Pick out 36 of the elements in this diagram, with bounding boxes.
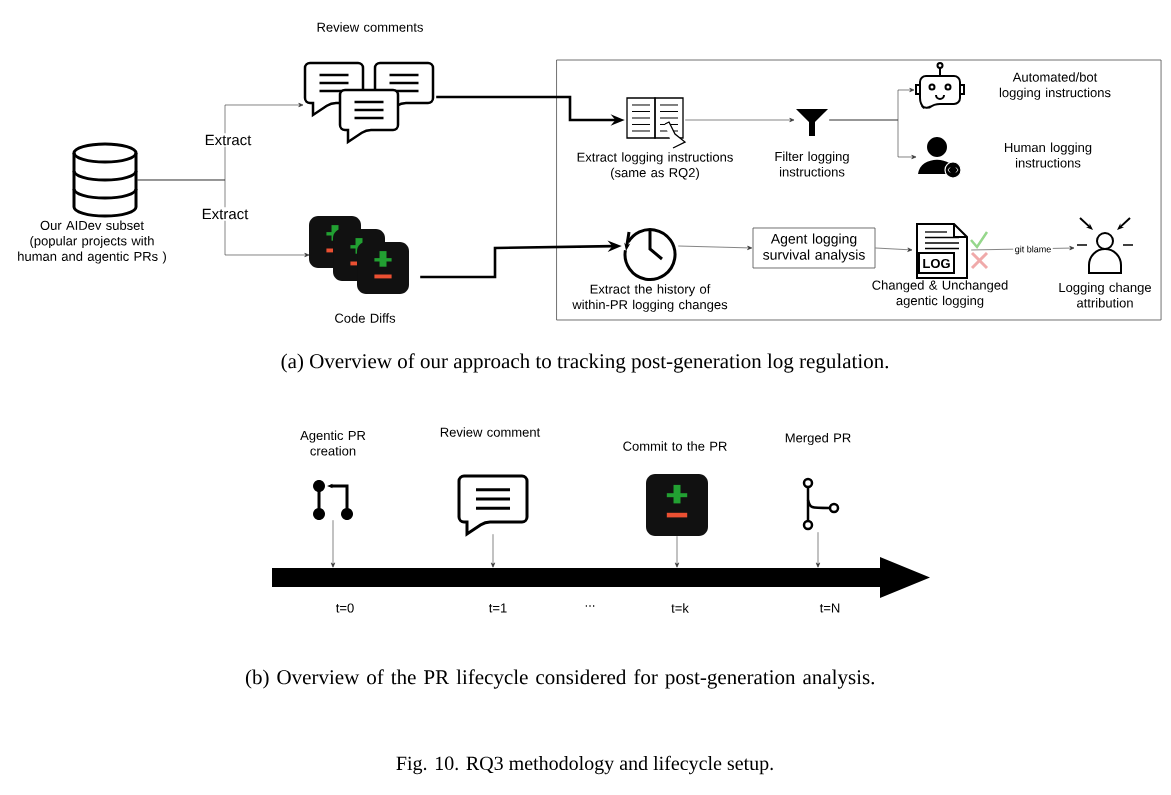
node-label: Agentic PR creation	[300, 430, 366, 456]
node-label: Logging change attribution	[1059, 282, 1151, 308]
caption-text: (a) Overview of our approach to tracking post-generation log regulation.	[281, 353, 889, 373]
node-label: Automated/bot logging instructions	[999, 72, 1111, 100]
caption-text: (b) Overview of the PR lifecycle considered for post-generation analysis.	[245, 669, 874, 689]
node-label: Filter logging instructions	[775, 151, 849, 177]
node-label: Changed & Unchanged agentic logging	[872, 280, 1008, 308]
arrow	[674, 535, 680, 568]
arrow	[815, 531, 821, 568]
process-box: Agent logging survival analysis	[752, 227, 876, 269]
arrow	[330, 519, 336, 568]
ellipsis: ...	[585, 605, 595, 607]
edge-label: Extract	[200, 207, 250, 221]
node-label: Extract the history of within-PR logging changes	[572, 284, 728, 312]
node-label: Human logging instructions	[1005, 142, 1092, 168]
arrow	[490, 533, 496, 568]
arrow	[828, 119, 917, 160]
arrow	[684, 117, 795, 123]
edge-label: git blame	[1013, 244, 1053, 256]
node-label: Review comments	[317, 22, 423, 32]
group-frame	[556, 59, 1162, 321]
arrow	[677, 245, 753, 250]
arrow	[875, 247, 913, 252]
time-label: t=0	[336, 603, 354, 613]
time-label: t=1	[489, 603, 507, 613]
time-label: t=N	[819, 603, 840, 613]
arrow	[136, 179, 310, 258]
node-label: Our AIDev subset (popular projects with human and agentic PRs )	[18, 220, 166, 264]
node-label: Code Diffs	[335, 313, 396, 323]
node-label: Merged PR	[785, 432, 851, 446]
time-label: t=k	[671, 603, 689, 613]
node-label: Commit to the PR	[623, 441, 727, 451]
figure-caption: Fig. 10. RQ3 methodology and lifecycle setup.	[396, 755, 773, 775]
node-label: Review comment	[440, 427, 541, 437]
node-label: Extract logging instructions (same as RQ2)	[577, 152, 733, 180]
edge-label: Extract	[203, 133, 253, 147]
